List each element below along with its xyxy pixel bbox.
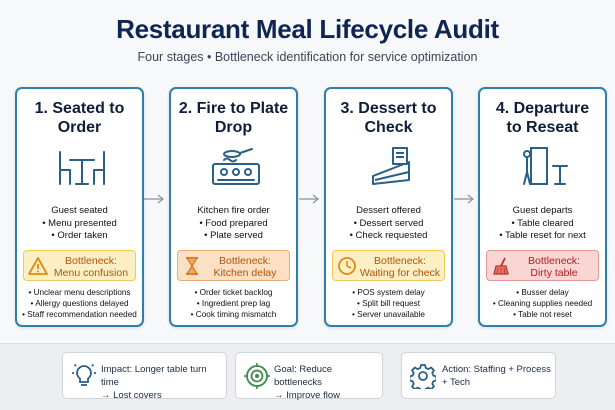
- action-text: Action: Staffing + Process: [442, 364, 551, 375]
- goal-text: Goal: Reduce bottlenecks: [274, 364, 333, 388]
- stage-title: 2. Fire to Plate Drop: [178, 100, 289, 136]
- stage-title: 1. Seated to Order: [34, 100, 125, 136]
- stage-steps: Dessert offered • Dessert served • Check…: [349, 205, 428, 241]
- page-subtitle: Four stages • Bottleneck identification …: [137, 50, 478, 64]
- bottleneck-box: Bottleneck: Waiting for check: [332, 250, 445, 281]
- broom-icon: [493, 257, 509, 275]
- stage-card-4: 4. Departure to Reseat Guest departs • T…: [478, 87, 607, 327]
- stove-pan-icon: [212, 148, 260, 185]
- hourglass-icon: [185, 257, 199, 275]
- warning-icon: [28, 257, 48, 275]
- bottleneck-label: Bottleneck:: [65, 255, 117, 267]
- bottleneck-name: Menu confusion: [53, 267, 129, 279]
- bottleneck-box: Bottleneck: Dirty table: [486, 250, 599, 281]
- goal-result: → Improve flow: [274, 390, 340, 401]
- bottleneck-name: Waiting for check: [359, 267, 441, 279]
- bottleneck-label: Bottleneck:: [219, 255, 271, 267]
- stage-title: 4. Departure to Reseat: [495, 100, 590, 136]
- lightbulb-icon: [72, 363, 96, 386]
- departure-door-icon: [523, 147, 568, 185]
- cake-receipt-icon: [372, 147, 410, 185]
- arrow-right-icon: [454, 194, 474, 204]
- bottleneck-box: Bottleneck: Menu confusion: [23, 250, 136, 281]
- clock-icon: [338, 257, 356, 275]
- stage-steps: Kitchen fire order • Food prepared • Pla…: [197, 205, 270, 241]
- goal-box: Goal: Reduce bottlenecks → Improve flow: [235, 352, 383, 401]
- stage-title: 3. Dessert to Check: [340, 100, 437, 136]
- stage-card-2: 2. Fire to Plate Drop Kitchen fire order…: [169, 87, 298, 327]
- action-box: Action: Staffing + Process + Tech: [401, 352, 556, 399]
- arrow-right-icon: [299, 194, 319, 204]
- arrow-right-icon: [144, 194, 164, 204]
- impact-result: → Lost covers: [101, 390, 162, 401]
- impact-text: Impact: Longer table turn time: [101, 364, 207, 388]
- target-icon: [244, 363, 270, 389]
- action-result: + Tech: [442, 377, 471, 388]
- bottleneck-label: Bottleneck:: [374, 255, 426, 267]
- table-chairs-icon: [59, 151, 105, 185]
- bottleneck-causes: • POS system delay • Split bill request …: [352, 288, 425, 319]
- bottleneck-name: Dirty table: [530, 267, 578, 279]
- stage-card-1: 1. Seated to Order Guest seated • Menu p…: [15, 87, 144, 327]
- bottleneck-causes: • Busser delay • Cleaning supplies neede…: [492, 288, 593, 319]
- bottleneck-name: Kitchen delay: [213, 267, 277, 279]
- bottleneck-label: Bottleneck:: [528, 255, 580, 267]
- stage-card-3: 3. Dessert to Check Dessert offered • De…: [324, 87, 453, 327]
- page-title: Restaurant Meal Lifecycle Audit: [116, 14, 499, 44]
- bottleneck-causes: • Unclear menu descriptions • Allergy qu…: [22, 288, 137, 319]
- bottleneck-causes: • Order ticket backlog • Ingredient prep…: [190, 288, 277, 319]
- impact-box: Impact: Longer table turn time → Lost co…: [62, 352, 227, 401]
- gear-icon: [410, 364, 436, 389]
- stage-steps: Guest seated • Menu presented • Order ta…: [42, 205, 117, 241]
- bottleneck-box: Bottleneck: Kitchen delay: [177, 250, 290, 281]
- stage-steps: Guest departs • Table cleared • Table re…: [499, 205, 586, 241]
